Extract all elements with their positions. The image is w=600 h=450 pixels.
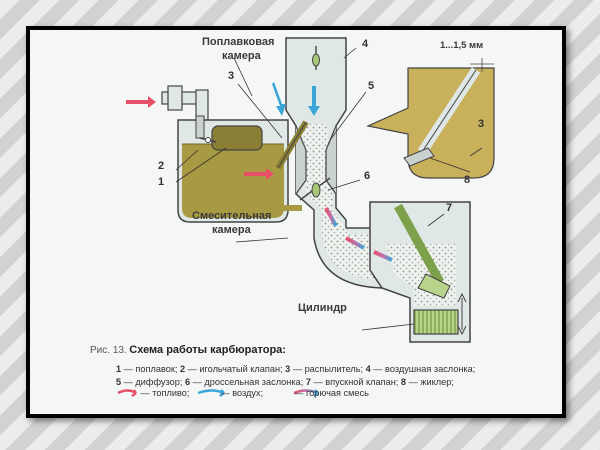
legend-air-text: — воздух; xyxy=(217,388,266,398)
caption-num: 1 xyxy=(116,364,122,374)
marker-8: 8 xyxy=(464,174,471,186)
jet-callout xyxy=(366,58,495,179)
caption-text: — воздушная заслонка; xyxy=(370,364,476,374)
label-float-chamber-line2: камера xyxy=(222,50,261,62)
leader-lines xyxy=(175,47,483,331)
intake-valve xyxy=(394,203,444,285)
caption-text: — игольчатый клапан; xyxy=(185,364,286,374)
air-damper xyxy=(312,53,320,67)
fuel-level xyxy=(182,144,284,218)
mixture-arrow-1 xyxy=(324,207,338,227)
fuel-arrow-inner xyxy=(244,168,274,180)
caption-text: — диффузор; xyxy=(121,377,185,387)
label-mixing-chamber-line2: камера xyxy=(212,224,251,236)
marker-4: 4 xyxy=(362,38,369,50)
throttle-damper xyxy=(311,182,321,198)
legend-mixture-arrow xyxy=(293,389,319,397)
fuel-inlet-pipe xyxy=(161,85,209,123)
fuel-inlet-arrow xyxy=(126,96,156,108)
marker-2: 2 xyxy=(158,160,165,172)
caption-text: — жиклер; xyxy=(406,377,454,387)
label-float-chamber-line1: Поплавковая xyxy=(202,36,275,48)
carburetor-diagram xyxy=(117,37,495,397)
figure-title: Схема работы карбюратора: xyxy=(129,344,286,356)
legend-mixture-text: — горючая смесь xyxy=(291,388,369,398)
caption-num: 8 xyxy=(400,377,407,387)
label-cylinder: Цилиндр xyxy=(298,302,347,314)
caption-text: — поплавок; xyxy=(121,364,180,374)
caption-num: 5 xyxy=(116,377,122,387)
marker-1: 1 xyxy=(158,176,165,188)
caption-line-1: 1 — поплавок; 2 — игольчатый клапан; 3 —… xyxy=(116,363,475,375)
caption-text: — распылитель; xyxy=(290,364,366,374)
fuel-arrows xyxy=(126,96,274,180)
caption-text: — впускной клапан; xyxy=(310,377,401,387)
mixture-arrow-2 xyxy=(345,236,365,250)
caption-num: 7 xyxy=(305,377,311,387)
caption-line-2: 5 — диффузор; 6 — дроссельная заслонка; … xyxy=(116,376,454,388)
caption-num: 6 xyxy=(184,377,191,387)
label-mixing-chamber-line1: Смесительная xyxy=(192,210,272,222)
caption-num: 2 xyxy=(179,364,186,374)
textbook-page: Поплавковая камера Смесительная камера Ц… xyxy=(30,30,562,414)
legend-fuel-text: — топливо; xyxy=(138,388,192,398)
cylinder-head xyxy=(369,201,471,343)
marker-5: 5 xyxy=(368,80,375,92)
marker-3-callout: 3 xyxy=(478,118,485,130)
marker-7: 7 xyxy=(446,202,453,214)
caption-title: Рис. 13. Схема работы карбюратора: xyxy=(90,344,286,357)
legend-air-arrow xyxy=(197,389,225,397)
mixture-arrows xyxy=(324,207,393,262)
float xyxy=(211,125,263,151)
figure-reference: Рис. 13. xyxy=(90,345,127,356)
float-chamber xyxy=(177,115,289,223)
caption-text: — дроссельная заслонка; xyxy=(190,377,306,387)
air-arrows xyxy=(272,82,320,116)
marker-6: 6 xyxy=(364,170,371,182)
mixture-arrow-3 xyxy=(373,250,393,262)
air-arrow-right xyxy=(308,86,320,116)
needle-valve xyxy=(195,115,205,139)
marker-3-main: 3 xyxy=(228,70,235,82)
caption-legend: — топливо; — воздух; — горючая смесь xyxy=(116,387,369,399)
piston xyxy=(413,309,459,335)
legend-fuel-arrow xyxy=(117,389,137,397)
caption-num: 3 xyxy=(285,364,291,374)
label-gap-size: 1...1,5 мм xyxy=(440,40,484,51)
air-arrow-left xyxy=(272,82,286,116)
caption-num: 4 xyxy=(365,364,371,374)
